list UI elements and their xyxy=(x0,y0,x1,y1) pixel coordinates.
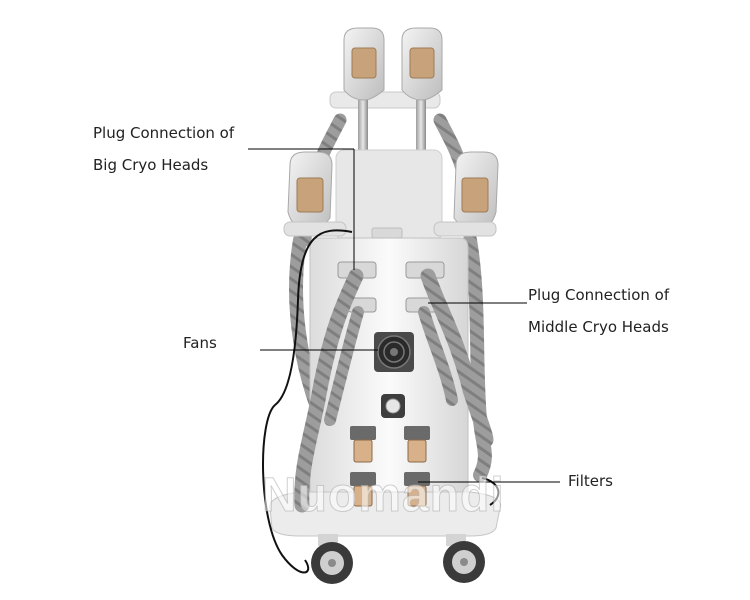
label-big-cryo-heads-line-2: Big Cryo Heads xyxy=(93,156,209,174)
watermark: Nuomandi xyxy=(262,469,505,523)
front-hoses xyxy=(294,268,494,513)
middle-cryo-head-left xyxy=(287,151,333,233)
power-cable xyxy=(262,229,353,574)
leader-lines xyxy=(248,148,560,483)
label-filters: Filters xyxy=(568,472,613,490)
label-big-cryo-heads-line-1: Plug Connection of xyxy=(93,124,235,142)
label-middle-cryo-heads: Plug Connection of Middle Cryo Heads xyxy=(528,279,669,343)
machine-base xyxy=(269,491,502,537)
label-fans: Fans xyxy=(183,334,217,352)
power-knob xyxy=(381,394,405,418)
middle-cryo-head-right xyxy=(453,151,499,233)
filter-tube xyxy=(481,477,500,506)
big-cryo-head-left xyxy=(343,27,385,101)
fan-grille xyxy=(374,332,414,372)
caster-wheels xyxy=(311,534,485,584)
label-middle-cryo-heads-line-2: Middle Cryo Heads xyxy=(528,318,669,336)
filters xyxy=(350,426,430,507)
big-cryo-head-right xyxy=(401,27,443,101)
label-middle-cryo-heads-line-1: Plug Connection of xyxy=(528,286,670,304)
label-big-cryo-heads: Plug Connection of Big Cryo Heads xyxy=(93,117,234,181)
head-holder-panel xyxy=(283,149,497,241)
